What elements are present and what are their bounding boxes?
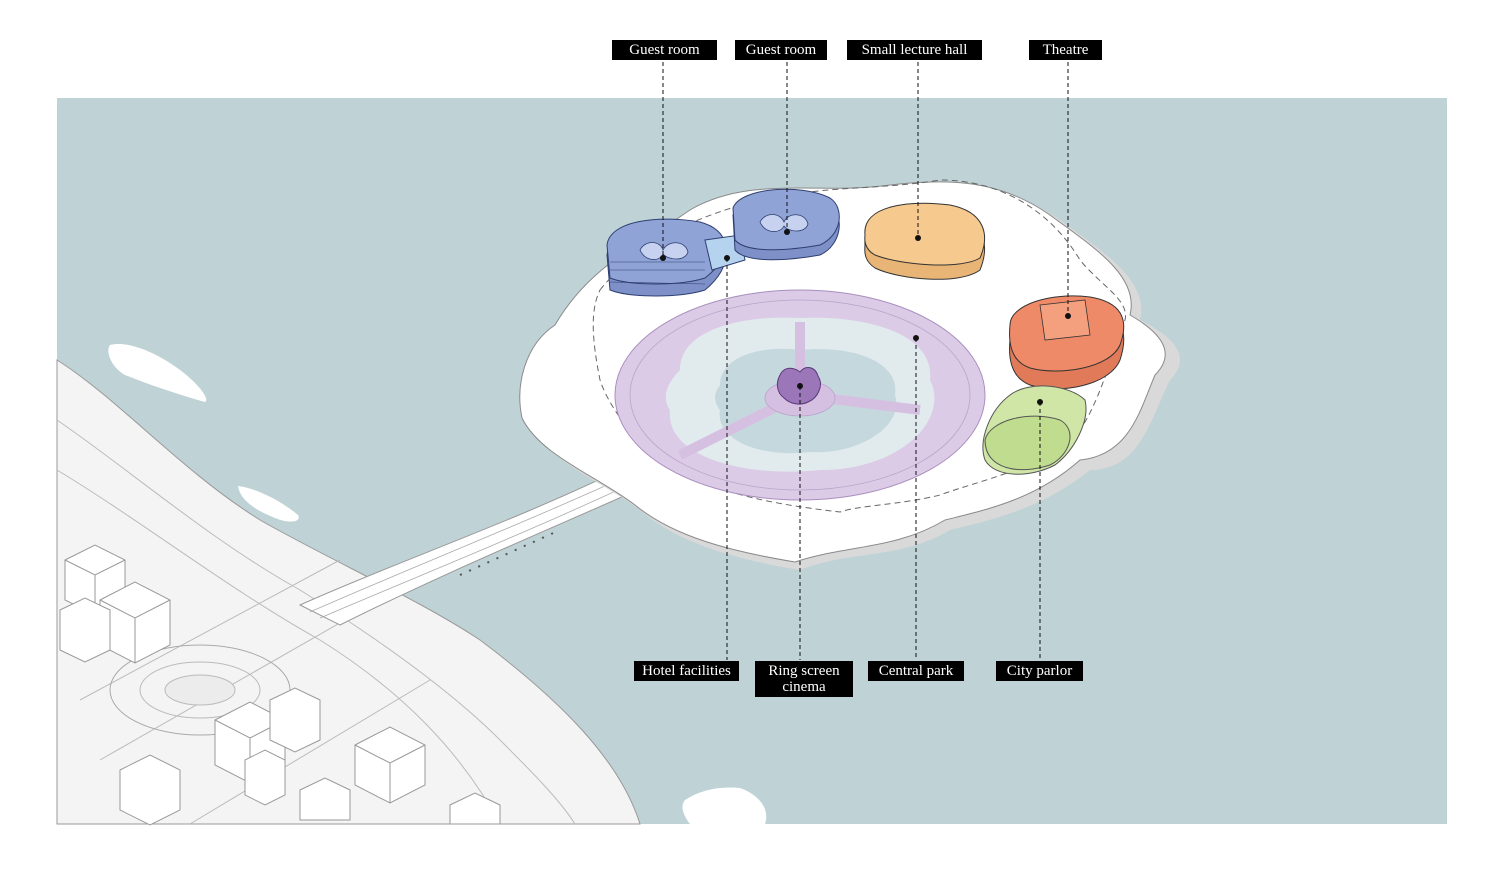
leader-lines <box>662 62 1069 660</box>
label-text: City parlor <box>1006 663 1073 679</box>
label-text: Theatre <box>1042 42 1089 58</box>
guest-room-2 <box>732 188 840 261</box>
leader-dots <box>660 229 1071 405</box>
guest-room-1 <box>606 218 726 297</box>
label-city-parlor: City parlor <box>996 661 1083 681</box>
label-text: Guest room <box>629 42 700 58</box>
small-lecture-hall <box>864 202 986 280</box>
theatre <box>1009 295 1125 390</box>
label-theatre: Theatre <box>1029 40 1102 60</box>
label-central-park: Central park <box>868 661 964 681</box>
sandbar <box>238 486 299 522</box>
sandbar <box>682 787 767 824</box>
label-text-line2: cinema <box>782 679 826 695</box>
label-text: Central park <box>878 663 954 679</box>
label-text: Hotel facilities <box>642 663 731 679</box>
label-text: Small lecture hall <box>861 42 968 58</box>
sandbar <box>108 344 207 402</box>
label-small-lecture-hall: Small lecture hall <box>847 40 982 60</box>
label-guest-room-2: Guest room <box>735 40 827 60</box>
label-text-line1: Ring screen <box>768 663 840 679</box>
label-text: Guest room <box>745 42 817 58</box>
label-guest-room-1: Guest room <box>612 40 717 60</box>
city-buildings <box>59 544 501 826</box>
label-hotel-facilities: Hotel facilities <box>634 661 739 681</box>
label-ring-screen-cinema: Ring screen cinema <box>755 661 853 697</box>
city-parlor <box>982 385 1087 475</box>
